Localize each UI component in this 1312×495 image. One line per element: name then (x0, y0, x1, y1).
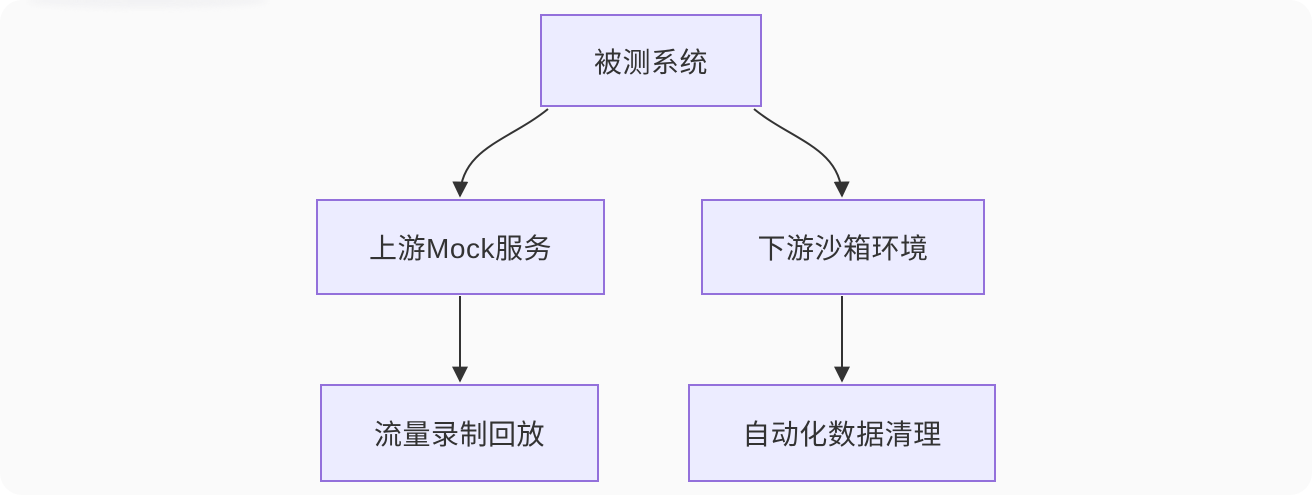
node-downstream-sandbox: 下游沙箱环境 (701, 199, 985, 295)
edge-sut-to-downstream-sandbox (753, 108, 850, 198)
node-upstream-mock-service-label: 上游Mock服务 (369, 233, 552, 264)
node-auto-data-cleanup: 自动化数据清理 (688, 384, 996, 482)
top-edge-shade (28, 0, 268, 8)
node-downstream-sandbox-label: 下游沙箱环境 (757, 233, 929, 264)
node-system-under-test-label: 被测系统 (593, 46, 708, 78)
edge-sut-to-upstream-mock (452, 108, 549, 198)
node-traffic-record-replay: 流量录制回放 (320, 384, 599, 482)
node-traffic-record-replay-label: 流量录制回放 (373, 419, 545, 450)
node-auto-data-cleanup-label: 自动化数据清理 (742, 419, 942, 450)
node-upstream-mock-service: 上游Mock服务 (316, 199, 605, 295)
node-system-under-test: 被测系统 (540, 14, 762, 107)
